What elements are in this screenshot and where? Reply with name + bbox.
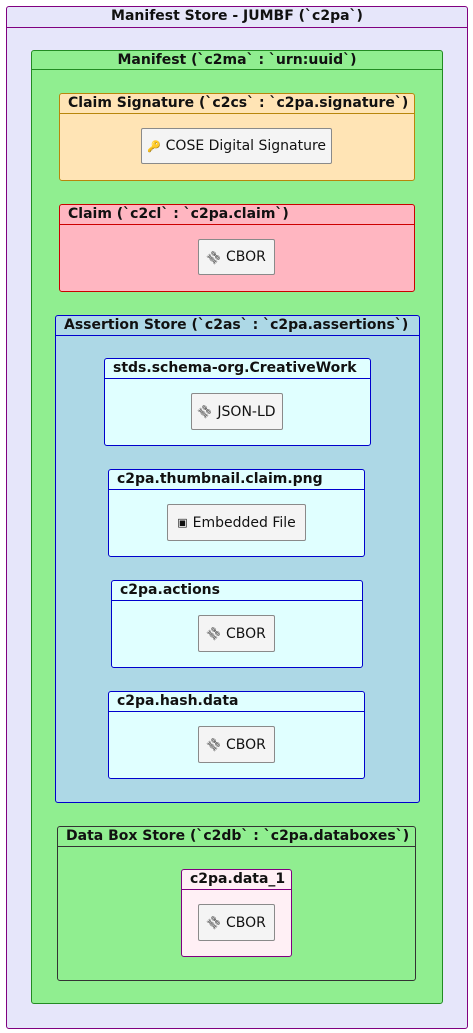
claim-title: Claim (`c2cl` : `c2pa.claim`) — [60, 205, 414, 225]
json-ld-label: JSON-LD — [217, 403, 276, 420]
assertion-thumbnail-title: c2pa.thumbnail.claim.png — [109, 470, 364, 490]
key-icon: 🔑 — [146, 139, 161, 153]
embedded-file-node: ▣ Embedded File — [167, 504, 306, 541]
assertion-creativework-title: stds.schema-org.CreativeWork — [105, 359, 370, 379]
data-box-cbor-node: ⛓ CBOR — [198, 904, 275, 941]
data-box-cbor-label: CBOR — [226, 914, 266, 931]
code-icon: ⛓ — [204, 247, 224, 267]
code-icon: ⛓ — [204, 734, 224, 755]
assertion-hash-data-title: c2pa.hash.data — [109, 692, 364, 712]
data-box-item-title: c2pa.data_1 — [182, 870, 291, 890]
code-icon: ⛓ — [204, 623, 224, 644]
claim-signature: Claim Signature (`c2cs` : `c2pa.signatur… — [59, 93, 415, 181]
hash-cbor-node: ⛓ CBOR — [198, 726, 275, 763]
code-icon: ⛓ — [204, 912, 224, 933]
cose-signature-node: 🔑 COSE Digital Signature — [141, 128, 332, 164]
claim-cbor-node: ⛓ CBOR — [198, 239, 275, 275]
hash-cbor-label: CBOR — [226, 736, 266, 753]
image-icon: ▣ — [177, 516, 188, 529]
manifest-title: Manifest (`c2ma` : `urn:uuid`) — [32, 51, 442, 70]
manifest-store-title: Manifest Store - JUMBF (`c2pa`) — [7, 7, 467, 28]
assertion-actions-title: c2pa.actions — [112, 581, 362, 601]
actions-cbor-node: ⛓ CBOR — [198, 615, 275, 652]
cose-signature-label: COSE Digital Signature — [165, 138, 327, 154]
code-icon: ⛓ — [195, 401, 215, 422]
embedded-file-label: Embedded File — [192, 514, 296, 531]
data-box-store-title: Data Box Store (`c2db` : `c2pa.databoxes… — [58, 827, 415, 847]
claim-signature-title: Claim Signature (`c2cs` : `c2pa.signatur… — [60, 94, 414, 114]
assertion-store-title: Assertion Store (`c2as` : `c2pa.assertio… — [56, 316, 419, 336]
actions-cbor-label: CBOR — [226, 625, 266, 642]
claim-cbor-label: CBOR — [226, 249, 266, 265]
json-ld-node: ⛓ JSON-LD — [191, 393, 283, 430]
